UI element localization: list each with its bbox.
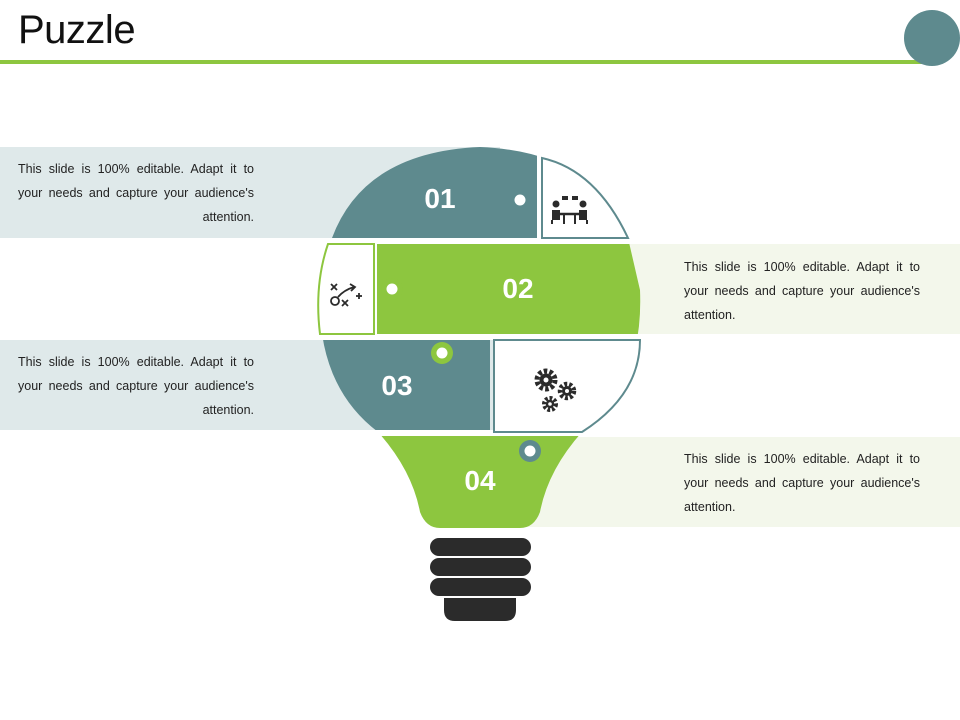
piece-03-outline: [493, 339, 642, 433]
gears-icon: [534, 368, 577, 412]
step-3-description: This slide is 100% editable. Adapt it to…: [18, 355, 254, 417]
step-2-number: 02: [502, 273, 533, 304]
step-1-number: 01: [424, 183, 455, 214]
strategy-icon: [330, 283, 362, 307]
corner-circle: [904, 10, 960, 66]
meeting-icon: [551, 196, 588, 224]
bulb-base: [430, 538, 531, 621]
step-1-description: This slide is 100% editable. Adapt it to…: [18, 162, 254, 224]
piece-01: [319, 147, 537, 238]
step-4-description: This slide is 100% editable. Adapt it to…: [684, 452, 920, 514]
piece-01-outline: [541, 156, 630, 239]
page-title: Puzzle: [18, 8, 136, 52]
title-underline: [0, 60, 922, 64]
step-4-number: 04: [464, 465, 496, 496]
step-3-number: 03: [381, 370, 412, 401]
piece-02: [377, 244, 641, 334]
piece-02-outline: [317, 243, 375, 335]
step-2-description: This slide is 100% editable. Adapt it to…: [684, 260, 920, 322]
